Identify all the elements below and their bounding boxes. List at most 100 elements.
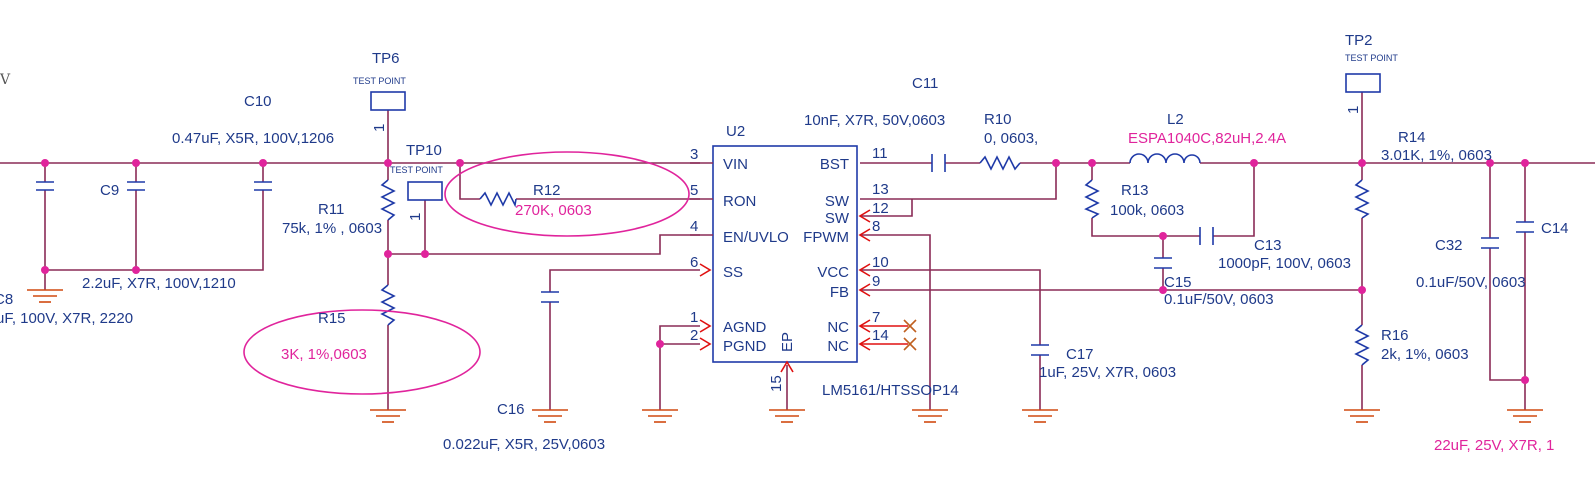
- pin-number: 1: [690, 309, 698, 326]
- tp-pin: 1: [1345, 106, 1362, 114]
- capacitor-c8: [36, 181, 54, 191]
- testpoint-tp10: TP10 TEST POINT 1: [390, 142, 443, 221]
- c17-ref: C17: [1066, 346, 1094, 363]
- r12-value: 270K, 0603: [515, 202, 592, 219]
- pin-name: VIN: [723, 156, 748, 173]
- pin-name: NC: [827, 338, 849, 355]
- pin-number: 3: [690, 146, 698, 163]
- junction-dots: [41, 159, 1529, 384]
- pin-number: 6: [690, 254, 698, 271]
- highlight-ellipse-r15: [243, 309, 481, 395]
- capacitor-c32: [1481, 237, 1499, 249]
- resistor-r14: [1354, 179, 1370, 219]
- c14-value: 22uF, 25V, X7R, 1: [1434, 437, 1554, 454]
- tp-pin: 1: [407, 213, 424, 221]
- pin-name: FB: [830, 284, 849, 301]
- pin-number: 8: [872, 218, 880, 235]
- ground-symbols: [27, 289, 1543, 423]
- r14-ref: R14: [1398, 129, 1426, 146]
- resistor-r11: [380, 179, 396, 221]
- tp-pin: 1: [371, 124, 388, 132]
- c17-value: 1uF, 25V, X7R, 0603: [1039, 364, 1176, 381]
- r16-ref: R16: [1381, 327, 1409, 344]
- c16-value: 0.022uF, X5R, 25V,0603: [443, 436, 605, 453]
- tp-label: TEST POINT: [390, 165, 443, 175]
- pin-name: VCC: [817, 264, 849, 281]
- tp-ref: TP2: [1345, 32, 1373, 49]
- capacitor-c15: [1154, 257, 1172, 269]
- tp-label: TEST POINT: [1345, 53, 1398, 63]
- r15-ref: R15: [318, 310, 346, 327]
- ic-refdes: U2: [726, 123, 745, 140]
- tp-ref: TP10: [406, 142, 442, 159]
- capacitor-c11: [931, 154, 946, 172]
- pin-name: FPWM: [803, 229, 849, 246]
- l2-ref: L2: [1167, 111, 1184, 128]
- c13-value: 1000pF, 100V, 0603: [1218, 255, 1351, 272]
- tp-label: TEST POINT: [353, 76, 406, 86]
- capacitor-c10: [254, 181, 272, 191]
- capacitor-c17: [1031, 344, 1049, 356]
- c10-ref: C10: [244, 93, 272, 110]
- pin-name: NC: [827, 319, 849, 336]
- testpoint-tp2: TP2 TEST POINT 1: [1345, 32, 1398, 114]
- resistor-r13: [1084, 179, 1100, 219]
- c32-value: 0.1uF/50V, 0603: [1416, 274, 1526, 291]
- pin-name: AGND: [723, 319, 767, 336]
- ic-body: [712, 145, 858, 363]
- pin-name: RON: [723, 193, 756, 210]
- c16-ref: C16: [497, 401, 525, 418]
- pin-number: 13: [872, 181, 889, 198]
- c10-value: 0.47uF, X5R, 100V,1206: [172, 130, 334, 147]
- r15-value: 3K, 1%,0603: [281, 346, 367, 363]
- pin-number: 12: [872, 200, 889, 217]
- c11-ref: C11: [912, 75, 938, 92]
- ground-icon: [370, 409, 406, 423]
- r10-value: 0, 0603,: [984, 130, 1038, 147]
- pin-name: EN/UVLO: [723, 229, 789, 246]
- ground-icon: [1344, 409, 1380, 423]
- r16-value: 2k, 1%, 0603: [1381, 346, 1469, 363]
- l2-value: ESPA1040C,82uH,2.4A: [1128, 130, 1286, 147]
- r13-value: 100k, 0603: [1110, 202, 1184, 219]
- ground-icon: [769, 409, 805, 423]
- r11-ref: R11: [318, 201, 344, 218]
- pin-name: BST: [820, 156, 849, 173]
- c15-value: 0.1uF/50V, 0603: [1164, 291, 1274, 308]
- c8-ref: C8: [0, 291, 13, 308]
- c14-ref: C14: [1541, 220, 1569, 237]
- capacitor-c13: [1199, 227, 1214, 245]
- pin-number: 2: [690, 327, 698, 344]
- ground-icon: [532, 409, 568, 423]
- c9-value: 2.2uF, X7R, 100V,1210: [82, 275, 236, 292]
- c15-ref: C15: [1164, 274, 1192, 291]
- pin-name: SW: [825, 193, 850, 210]
- ground-icon: [1507, 409, 1543, 423]
- ic-u2: U2 LM5161/HTSSOP14 VIN 3 RON 5 EN/UVLO 4…: [690, 123, 959, 399]
- c9-ref: C9: [100, 182, 119, 199]
- ic-part-number: LM5161/HTSSOP14: [822, 382, 959, 399]
- testpoint-tp6: TP6 TEST POINT 1: [353, 50, 406, 132]
- c32-ref: C32: [1435, 237, 1463, 254]
- left-edge-label: V: [0, 72, 11, 88]
- ground-icon: [27, 289, 63, 303]
- pin-name: SS: [723, 264, 743, 281]
- ground-icon: [1022, 409, 1058, 423]
- ground-icon: [642, 409, 678, 423]
- r10-ref: R10: [984, 111, 1012, 128]
- resistor-r12: [479, 191, 517, 208]
- capacitor-c14: [1516, 221, 1534, 233]
- tp-ref: TP6: [372, 50, 400, 67]
- pin-number: 14: [872, 327, 889, 344]
- c13-ref: C13: [1254, 237, 1282, 254]
- pin-number: 7: [872, 309, 880, 326]
- wires: [0, 92, 1595, 410]
- pin-number: 10: [872, 254, 889, 271]
- r12-ref: R12: [533, 182, 561, 199]
- pin-number: 11: [872, 145, 888, 162]
- c8-value: uF, 100V, X7R, 2220: [0, 310, 133, 327]
- r13-ref: R13: [1121, 182, 1149, 199]
- nc-x-mark: [903, 319, 917, 333]
- pin-name: SW: [825, 210, 850, 227]
